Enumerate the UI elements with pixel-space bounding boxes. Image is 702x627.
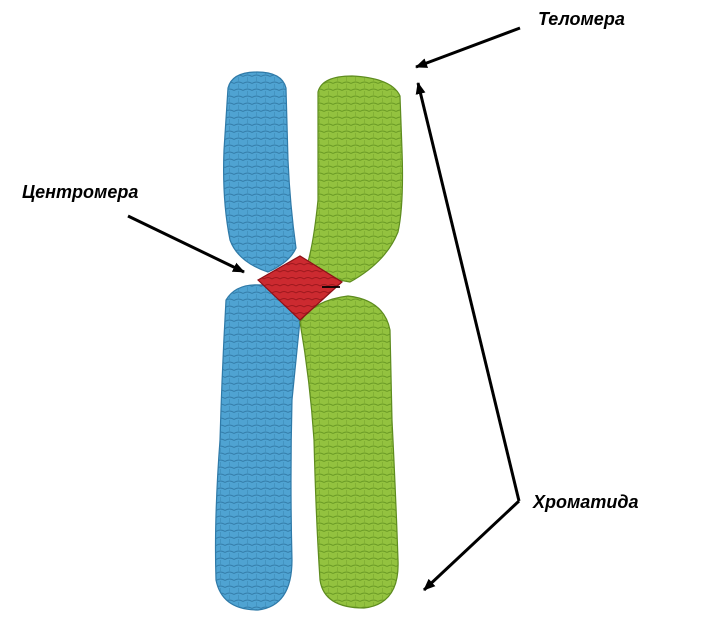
telomere-arrow	[416, 28, 520, 67]
chromatid-left-lower-arm	[216, 285, 301, 610]
telomere-label: Теломера	[538, 10, 625, 28]
chromatid-label: Хроматида	[533, 493, 638, 511]
centromere-label: Центромера	[22, 183, 138, 201]
chromatid-left-upper-arm	[224, 72, 296, 272]
chromatid-right-upper-arm	[308, 76, 403, 282]
chromatid-right-lower-arm	[300, 296, 398, 608]
chromatid-arrow-upper	[418, 83, 519, 501]
centromere-arrow	[128, 216, 244, 272]
chromatid-arrow-lower	[424, 501, 519, 590]
